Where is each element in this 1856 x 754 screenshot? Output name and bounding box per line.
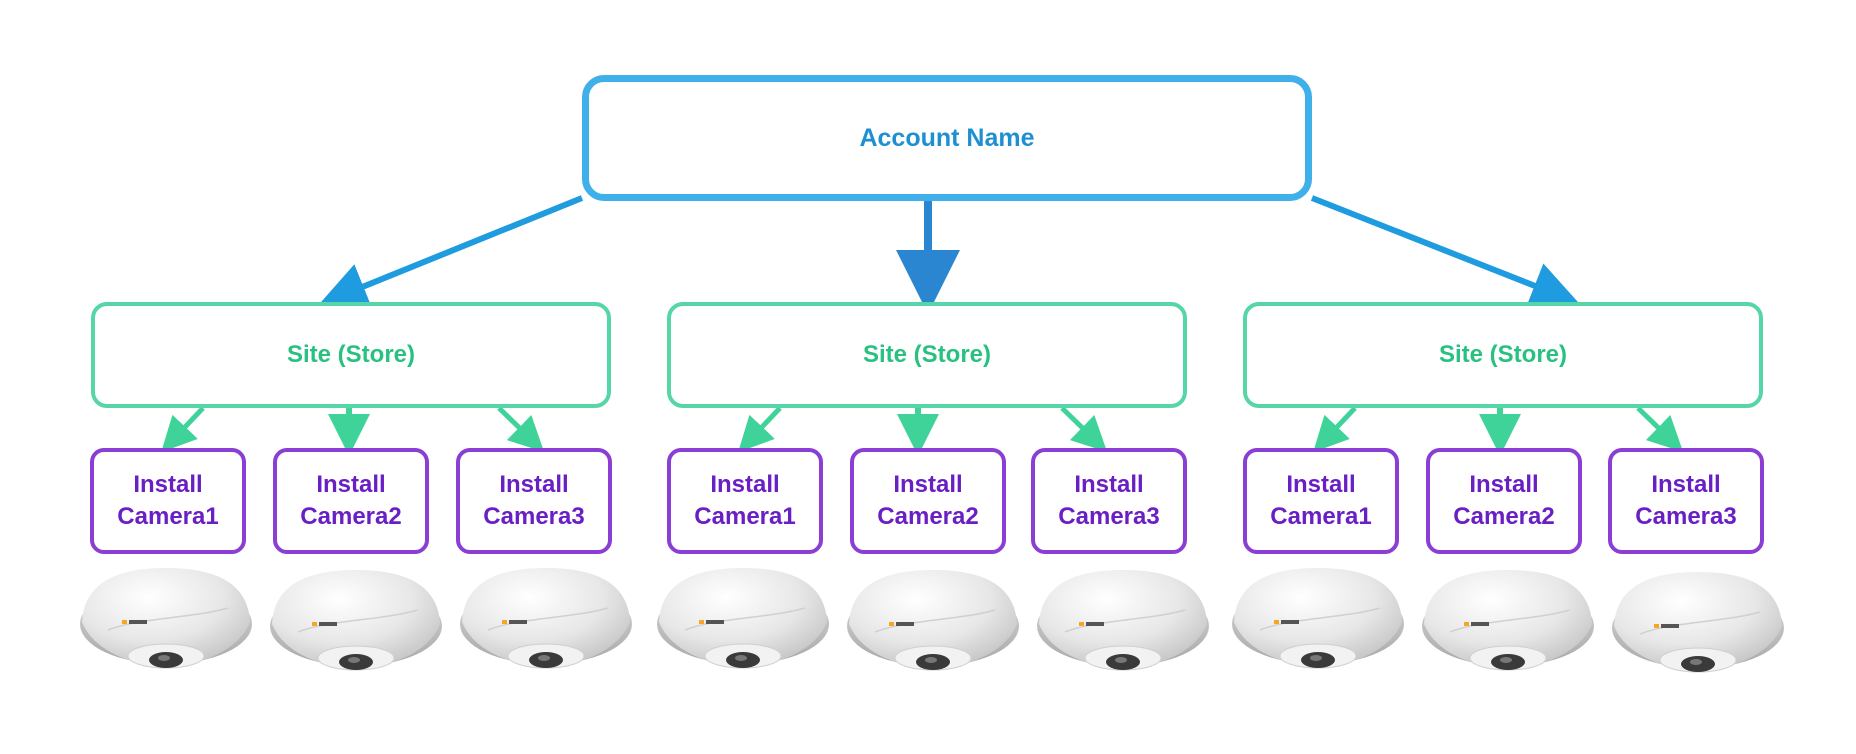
install-label: Install <box>499 471 569 498</box>
install-label: Install <box>1469 471 1539 498</box>
site-connector <box>1313 406 1357 453</box>
site-connector <box>161 406 205 453</box>
site-box-3: Site (Store) <box>1243 302 1763 408</box>
camera-label: Camera1 <box>694 503 796 530</box>
dome-camera-image <box>1420 562 1596 682</box>
install-label: Install <box>316 471 386 498</box>
dome-camera-image <box>1230 560 1406 680</box>
dome-camera-icon <box>1232 568 1404 669</box>
dome-camera-icon <box>460 568 632 669</box>
dome-camera-image <box>655 560 831 680</box>
dome-camera-image <box>78 560 254 680</box>
camera-label: Camera3 <box>1635 503 1737 530</box>
site-connector <box>1636 406 1684 452</box>
dome-camera-icon <box>270 570 442 671</box>
camera-label: Camera3 <box>483 503 585 530</box>
install-label: Install <box>1651 471 1721 498</box>
install-label: Install <box>1074 471 1144 498</box>
site-connector <box>738 406 782 453</box>
root-connector-right <box>1310 195 1580 309</box>
site-box-1: Site (Store) <box>91 302 611 408</box>
site-connector <box>1060 406 1108 452</box>
site-label: Site (Store) <box>1438 341 1567 368</box>
camera-label: Camera2 <box>877 503 979 530</box>
camera-label: Camera1 <box>1270 503 1372 530</box>
dome-camera-image <box>458 560 634 680</box>
dome-camera-icon <box>1037 570 1209 671</box>
dome-camera-icon <box>1612 572 1784 673</box>
site-box-2: Site (Store) <box>667 302 1187 408</box>
site-label: Site (Store) <box>862 341 991 368</box>
camera-label: Camera2 <box>300 503 402 530</box>
install-label: Install <box>710 471 780 498</box>
camera-label: Camera1 <box>117 503 219 530</box>
account-name-box: Account Name <box>582 75 1312 201</box>
root-connector-left <box>318 195 584 309</box>
dome-camera-image <box>845 562 1021 682</box>
dome-camera-icon <box>1422 570 1594 671</box>
dome-camera-icon <box>80 568 252 669</box>
install-label: Install <box>1286 471 1356 498</box>
dome-camera-icon <box>847 570 1019 671</box>
dome-camera-image <box>268 562 444 682</box>
site-connector <box>497 406 545 452</box>
install-label: Install <box>893 471 963 498</box>
account-name-label: Account Name <box>859 123 1035 152</box>
site-label: Site (Store) <box>286 341 415 368</box>
install-label: Install <box>133 471 203 498</box>
camera-label: Camera3 <box>1058 503 1160 530</box>
camera-label: Camera2 <box>1453 503 1555 530</box>
dome-camera-icon <box>657 568 829 669</box>
dome-camera-image <box>1035 562 1211 682</box>
dome-camera-image <box>1610 564 1786 684</box>
